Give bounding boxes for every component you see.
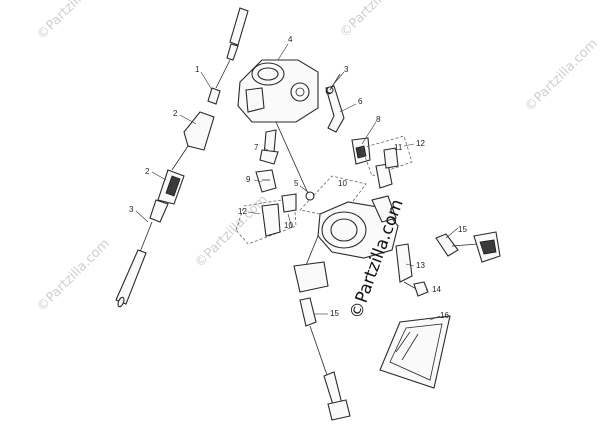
- watermark-top-right: ©Partzilla.com: [337, 0, 416, 41]
- sensor-15-lower: [299, 297, 351, 421]
- callout-11: 11: [394, 143, 403, 152]
- sensor-13: [395, 243, 419, 291]
- callout-3-left: 3: [129, 205, 134, 214]
- callout-10-upper: 10: [338, 179, 347, 188]
- callout-2-lower: 2: [145, 167, 150, 176]
- callout-9: 9: [246, 175, 251, 184]
- nut-14: [413, 281, 429, 297]
- callout-8: 8: [376, 115, 381, 124]
- callout-2-upper: 2: [173, 109, 178, 118]
- injector-8: [351, 137, 371, 165]
- sensor-7: [259, 129, 279, 165]
- ecu-16: [379, 315, 451, 389]
- injector-cluster-left: [235, 193, 297, 245]
- callout-15-right: 15: [458, 225, 467, 234]
- leader-lines: [135, 43, 459, 321]
- callout-12-left: 12: [238, 207, 247, 216]
- callout-6: 6: [358, 97, 363, 106]
- injector-11: [361, 135, 413, 189]
- callout-3-top: 3: [344, 65, 349, 74]
- callout-7: 7: [254, 143, 259, 152]
- callout-1: 1: [195, 65, 200, 74]
- watermark-top-left: ©Partzilla.com: [34, 0, 113, 43]
- cable-assembly-upper: [171, 7, 249, 171]
- watermark-mid: ©Partzilla.com: [192, 192, 271, 271]
- callout-12-right: 12: [416, 139, 425, 148]
- callout-14: 14: [432, 285, 441, 294]
- callout-15-lower: 15: [330, 309, 339, 318]
- callout-4: 4: [288, 35, 293, 44]
- callout-labels: 1 2 2 3 4 3 6 7 8 12 11 9 5 10 12 10 15 …: [129, 35, 467, 320]
- callout-13: 13: [416, 261, 425, 270]
- callout-16: 16: [440, 311, 449, 320]
- watermark-right: ©Partzilla.com: [522, 36, 601, 115]
- oxygen-sensor-right: [435, 231, 501, 263]
- throttle-body-upper: [237, 59, 319, 199]
- throttle-body-center: [293, 175, 399, 293]
- callout-5: 5: [294, 179, 299, 188]
- sensor-9: [255, 169, 277, 193]
- callout-10-lower: 10: [284, 221, 293, 230]
- watermark-left: ©Partzilla.com: [34, 236, 113, 315]
- cable-assembly-lower: [115, 169, 185, 308]
- bolt-3-top: [326, 73, 341, 94]
